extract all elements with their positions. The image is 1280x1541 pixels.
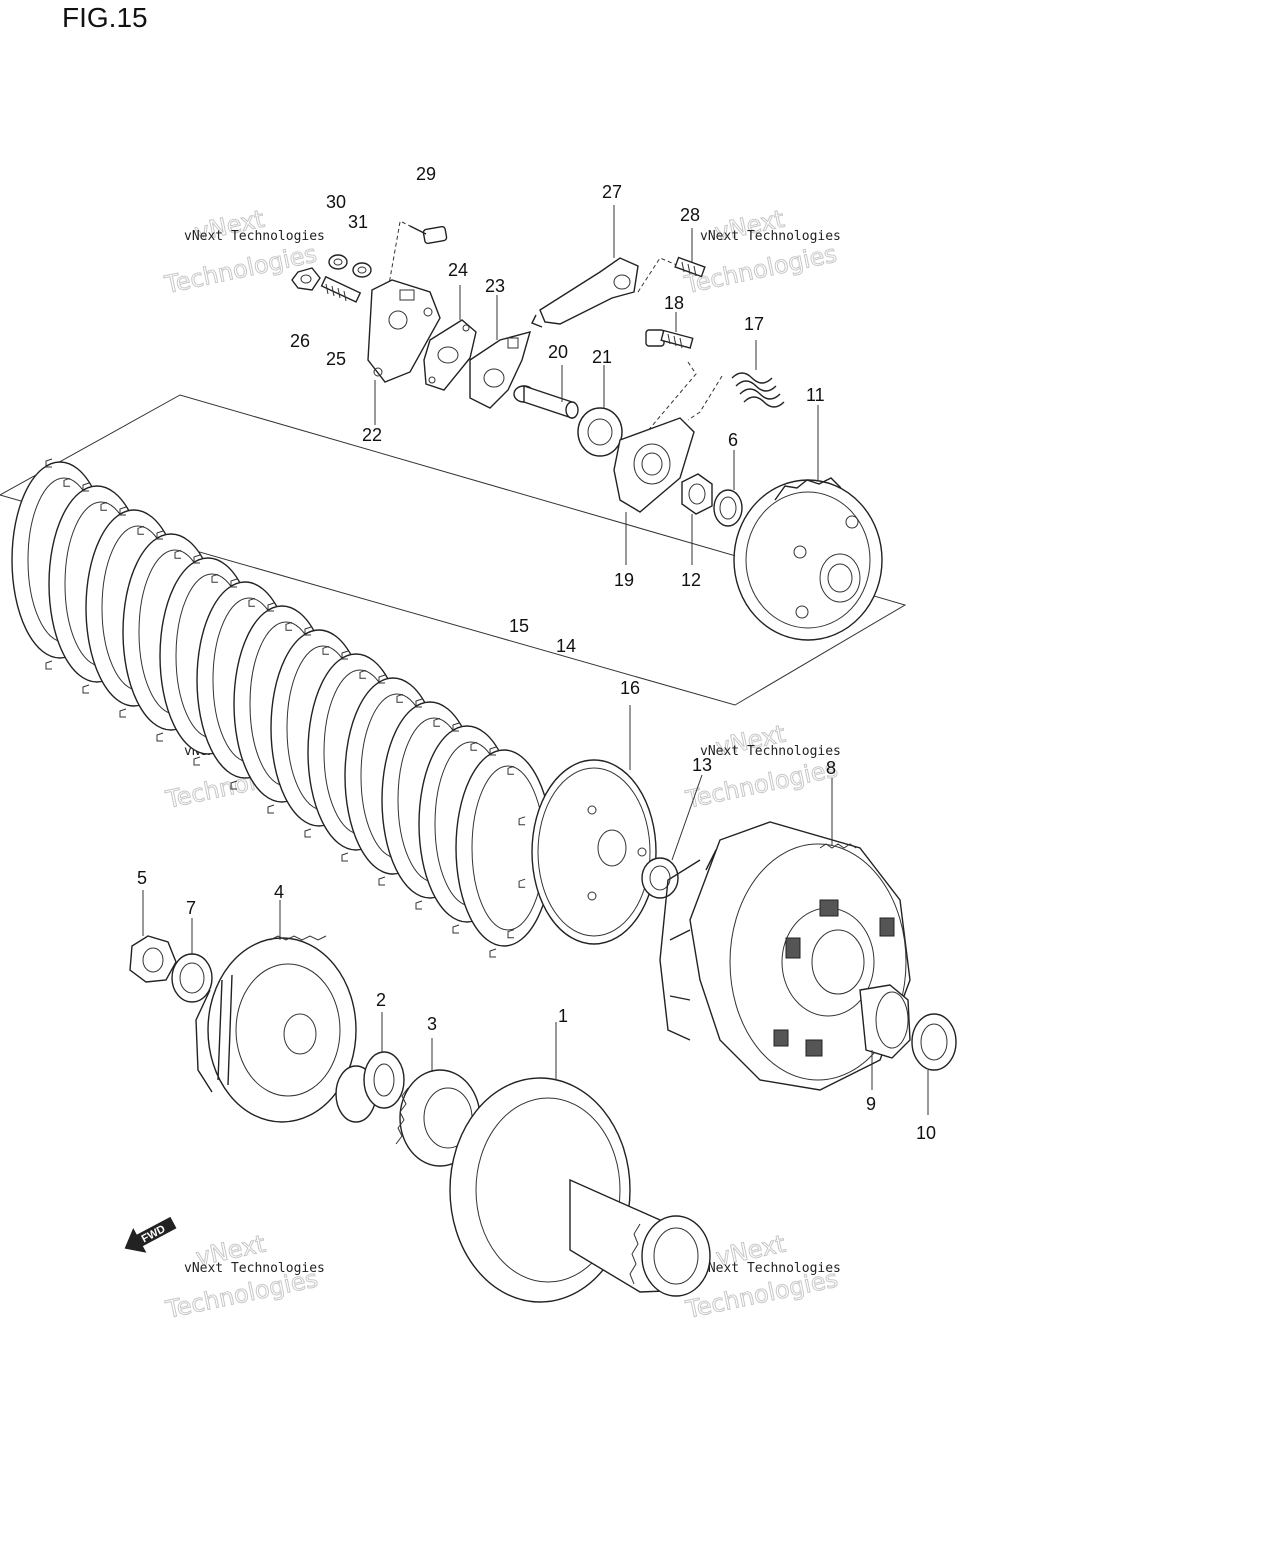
- part-bearing-21: [577, 365, 623, 457]
- callout-13: 13: [692, 755, 712, 775]
- part-plate-16: [531, 705, 657, 945]
- callout-12: 12: [681, 570, 701, 590]
- callout-3: 3: [427, 1014, 437, 1034]
- part-primary-driven-gear-1: [449, 1022, 711, 1303]
- watermark-text: vNext Technologies: [184, 1261, 325, 1276]
- callout-7: 7: [186, 898, 196, 918]
- callout-16: 16: [620, 678, 640, 698]
- part-nut-30: [328, 254, 348, 270]
- callout-17: 17: [744, 314, 764, 334]
- part-washer-13: [641, 774, 703, 899]
- part-washer-31: [352, 262, 372, 278]
- watermark-large: Technologies: [162, 240, 320, 300]
- part-stud-25: [320, 275, 362, 303]
- part-bolt-18: [639, 312, 697, 441]
- callout-28: 28: [680, 205, 700, 225]
- part-washer-7: [171, 918, 213, 1003]
- part-washer-6: [713, 450, 743, 527]
- callout-8: 8: [826, 758, 836, 778]
- callout-27: 27: [602, 182, 622, 202]
- callout-labels: 1 2 3 4 5 6 7 8 9 10 11 12 13 14 15 16 1…: [137, 164, 936, 1143]
- callout-10: 10: [916, 1123, 936, 1143]
- part-lever-27: [531, 205, 685, 328]
- callout-30: 30: [326, 192, 346, 212]
- callout-29: 29: [416, 164, 436, 184]
- part-nut-12: [681, 473, 713, 565]
- part-screw-28: [674, 228, 706, 278]
- callout-25: 25: [326, 349, 346, 369]
- callout-23: 23: [485, 276, 505, 296]
- part-washer-10: [911, 1013, 957, 1115]
- watermark-text: vNext Technologies: [700, 1261, 841, 1276]
- part-clutch-housing-8: [659, 778, 911, 1091]
- callout-6: 6: [728, 430, 738, 450]
- callout-2: 2: [376, 990, 386, 1010]
- fwd-label: FWD: [140, 1223, 168, 1245]
- part-spring-17: [687, 340, 785, 421]
- watermark-text: vNext Technologies: [700, 744, 841, 759]
- callout-14: 14: [556, 636, 576, 656]
- part-bolt-29: [387, 221, 448, 291]
- plate-group-outline: [0, 394, 907, 706]
- callout-4: 4: [274, 882, 284, 902]
- part-nut-5: [129, 890, 177, 983]
- callout-11: 11: [806, 385, 825, 405]
- callout-22: 22: [362, 425, 382, 445]
- figure-title: FIG.15: [62, 2, 148, 33]
- part-pin-20: [513, 365, 579, 419]
- callout-26: 26: [290, 331, 310, 351]
- part-release-plate-19: [613, 417, 695, 565]
- callout-5: 5: [137, 868, 147, 888]
- callout-9: 9: [866, 1094, 876, 1114]
- watermark-text: vNext Technologies: [700, 229, 841, 244]
- part-sleeve-9: [859, 984, 911, 1090]
- part-gear-4: [195, 900, 357, 1123]
- part-gasket-24: [423, 285, 477, 391]
- watermark-large: Technologies: [682, 240, 840, 300]
- fwd-arrow-icon: FWD: [124, 1216, 177, 1253]
- callout-20: 20: [548, 342, 568, 362]
- clutch-plate-stack: [11, 458, 553, 958]
- watermark-text: vNext Technologies: [184, 229, 325, 244]
- part-nut-26: [291, 267, 321, 291]
- callout-24: 24: [448, 260, 468, 280]
- part-bracket-22: [367, 279, 441, 425]
- callout-19: 19: [614, 570, 634, 590]
- friction-plate: [455, 746, 553, 958]
- callout-31: 31: [348, 212, 368, 232]
- part-pressure-plate-11: [733, 405, 883, 641]
- callout-15: 15: [509, 616, 529, 636]
- part-cam-23: [469, 295, 532, 409]
- part-spacer-2: [335, 1012, 405, 1123]
- callout-1: 1: [558, 1006, 568, 1026]
- callout-21: 21: [592, 347, 612, 367]
- callout-18: 18: [664, 293, 684, 313]
